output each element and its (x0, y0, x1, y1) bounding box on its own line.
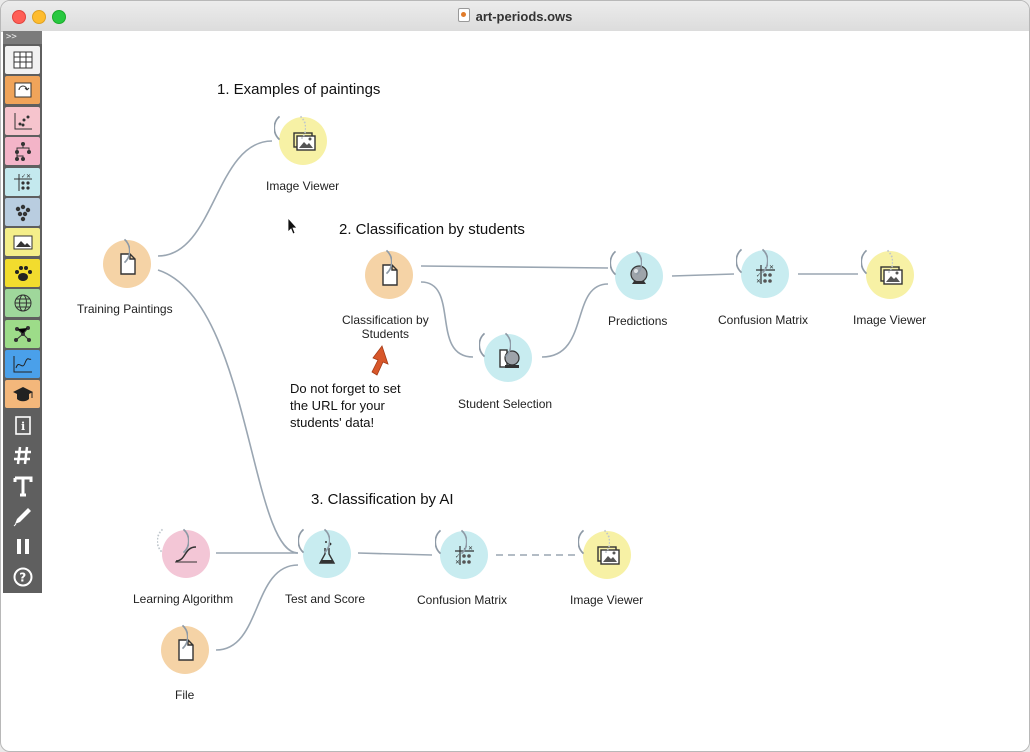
confusion-matrix-icon: ✓✕✓✕ (455, 545, 474, 566)
toolbox-button-evaluate[interactable]: ✓✕ (5, 167, 40, 196)
widget-file[interactable] (161, 624, 209, 674)
evaluate-icon: ✓✕ (13, 173, 32, 191)
crystal-ball-icon (630, 265, 648, 284)
info-icon: i (14, 415, 31, 435)
widget-image-viewer-1[interactable] (274, 115, 327, 165)
confusion-matrix-icon: ✓✕✓✕ (756, 264, 775, 285)
file-icon (178, 639, 194, 661)
image-analytics-icon (13, 235, 32, 250)
label-training-paintings: Training Paintings (77, 302, 173, 316)
network-icon (13, 325, 31, 342)
text-icon (13, 476, 32, 497)
image-viewer-icon (597, 546, 620, 565)
toolbox-button-data-table[interactable] (5, 46, 40, 74)
label-file: File (175, 688, 195, 702)
widget-training-paintings[interactable] (103, 238, 151, 288)
section-title-students: 2. Classification by students (339, 221, 525, 238)
widget-confusion-matrix-1[interactable]: ✓✕✓✕ (736, 248, 789, 298)
svg-text:✓✕: ✓✕ (463, 545, 473, 552)
widget-test-and-score[interactable] (298, 528, 351, 578)
toolbox-button-text[interactable] (5, 471, 40, 500)
svg-text:i: i (21, 420, 25, 433)
label-image-viewer-2: Image Viewer (853, 313, 927, 327)
data-table-icon (13, 51, 32, 69)
toolbox-button-hash[interactable] (5, 441, 40, 470)
toolbox-button-pause[interactable] (5, 532, 40, 561)
transform-icon (14, 82, 31, 98)
pause-icon (16, 539, 29, 555)
label-image-viewer-1: Image Viewer (266, 179, 340, 193)
flask-icon (318, 541, 336, 564)
model-icon (14, 142, 31, 162)
pen-icon (13, 508, 31, 527)
widget-image-viewer-3[interactable] (578, 529, 631, 579)
window-title: art-periods.ows (1, 8, 1029, 24)
svg-text:✓: ✓ (455, 553, 460, 560)
widget-predictions[interactable] (610, 250, 663, 300)
svg-text:✕: ✕ (756, 278, 761, 285)
toolbox-button-pen[interactable] (5, 502, 40, 530)
label-image-viewer-3: Image Viewer (570, 593, 644, 607)
toolbox-button-paw[interactable] (5, 258, 40, 287)
paw-icon (14, 265, 32, 281)
zoom-window-button[interactable] (52, 10, 66, 24)
widget-toolbox: >> ✓✕ i? (3, 31, 42, 593)
label-classification-by-students: Classification by Students (342, 313, 429, 341)
annotation-arrow-icon (371, 345, 389, 376)
label-confusion-matrix-1: Confusion Matrix (718, 313, 809, 327)
label-confusion-matrix-2: Confusion Matrix (417, 593, 508, 607)
widget-image-viewer-2[interactable] (861, 249, 914, 299)
annotation-note: Do not forget to set the URL for your st… (290, 381, 401, 430)
label-learning-algorithm: Learning Algorithm (133, 592, 234, 606)
image-viewer-icon (880, 266, 903, 285)
toolbox-button-unsupervised[interactable] (5, 198, 40, 226)
file-icon (382, 264, 398, 286)
toolbox-button-network[interactable] (5, 319, 40, 348)
toolbox-button-timeseries[interactable] (5, 350, 40, 378)
label-test-and-score: Test and Score (285, 592, 366, 606)
section-title-examples: 1. Examples of paintings (217, 81, 381, 98)
widget-learning-algorithm[interactable] (157, 528, 210, 578)
label-student-selection: Student Selection (458, 397, 553, 411)
toolbox-button-geo[interactable] (5, 289, 40, 318)
widget-classification-by-students[interactable] (365, 249, 413, 299)
close-window-button[interactable] (12, 10, 26, 24)
title-bar: art-periods.ows (1, 1, 1029, 32)
hash-icon (13, 447, 31, 465)
toolbox-button-model[interactable] (5, 137, 40, 166)
file-icon (120, 253, 136, 275)
toolbox-button-info[interactable]: i (5, 410, 40, 439)
toolbox-expand-button[interactable]: >> (3, 31, 42, 44)
visualize-icon (14, 112, 32, 130)
section-title-ai: 3. Classification by AI (311, 491, 454, 508)
sigmoid-curve-icon (175, 546, 197, 563)
student-selection-icon (499, 349, 520, 368)
svg-text:?: ? (19, 570, 26, 584)
svg-text:✓✕: ✓✕ (21, 173, 31, 180)
document-icon (457, 8, 470, 22)
mouse-pointer-icon (287, 217, 298, 235)
education-icon (12, 387, 33, 402)
widget-confusion-matrix-2[interactable]: ✓✕✓✕ (435, 529, 488, 579)
svg-text:✕: ✕ (455, 559, 460, 566)
toolbox-button-education[interactable] (5, 380, 40, 409)
widget-student-selection[interactable] (479, 332, 532, 382)
minimize-window-button[interactable] (32, 10, 46, 24)
svg-text:✓✕: ✓✕ (764, 264, 774, 271)
toolbox-button-help[interactable]: ? (5, 562, 40, 591)
timeseries-icon (13, 356, 32, 373)
unsupervised-icon (15, 204, 30, 222)
svg-text:✓: ✓ (756, 272, 761, 279)
image-viewer-icon (293, 132, 316, 151)
toolbox-button-image-analytics[interactable] (5, 228, 40, 257)
toolbox-button-visualize[interactable] (5, 106, 40, 135)
toolbox-button-transform[interactable] (5, 76, 40, 105)
label-predictions: Predictions (608, 314, 668, 328)
help-icon: ? (13, 567, 32, 587)
geo-icon (14, 294, 31, 312)
